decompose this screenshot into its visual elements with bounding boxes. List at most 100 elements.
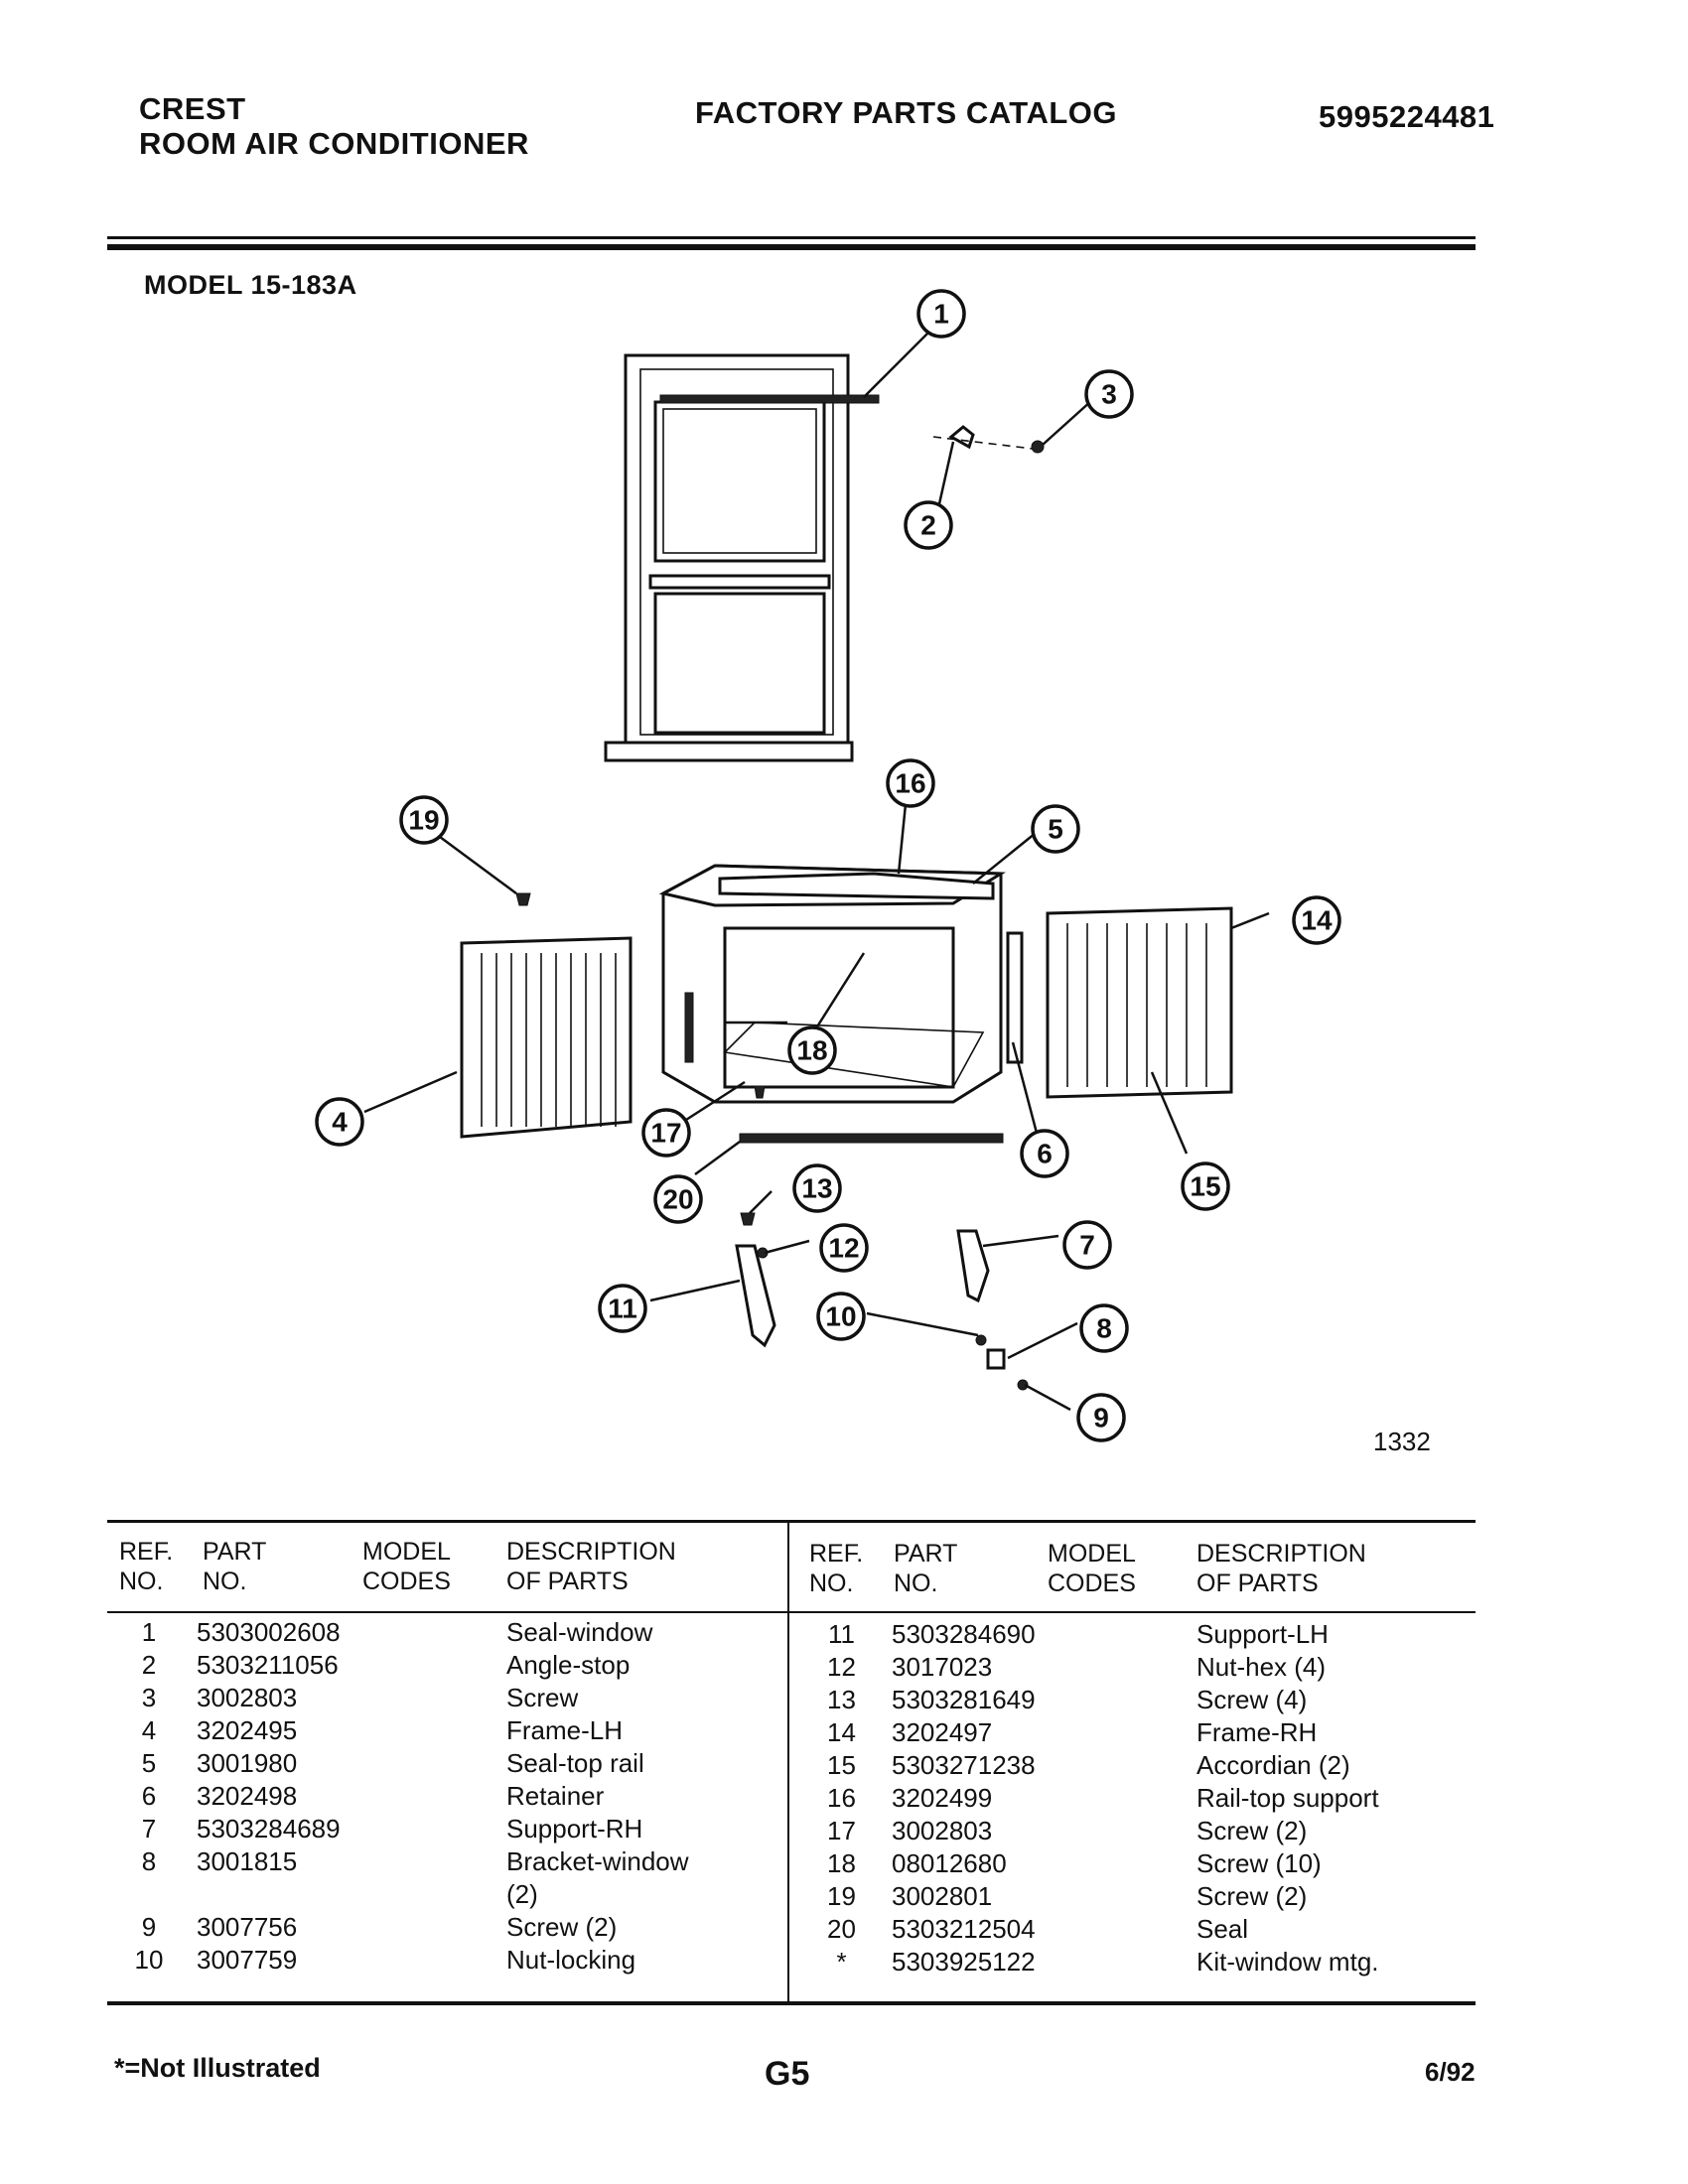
svg-text:17: 17 <box>650 1118 681 1149</box>
part-number-cell: 3002803 <box>197 1683 298 1712</box>
header-rule-top <box>107 236 1476 239</box>
ref-cell: 18 <box>827 1848 856 1878</box>
model-codes-cell <box>1048 1618 1196 1651</box>
description-cell: Screw <box>506 1683 579 1712</box>
callout-17: 17 <box>641 1108 691 1158</box>
ref-cell <box>119 1878 179 1911</box>
table-row: 13 5303281649 Screw (4) <box>809 1684 1455 1716</box>
svg-text:18: 18 <box>796 1035 827 1066</box>
part-number-cell: 5303212504 <box>892 1914 1036 1944</box>
catalog-number: 5995224481 <box>1319 99 1495 134</box>
description-cell: (2) <box>506 1879 538 1909</box>
description-cell: Support-LH <box>1196 1619 1329 1649</box>
part-number-cell: 3007756 <box>197 1912 298 1942</box>
table-divider <box>787 1522 789 2001</box>
part-number-cell <box>179 1878 362 1911</box>
description-cell: Seal-window <box>506 1617 653 1647</box>
ref-cell: 4 <box>141 1715 157 1745</box>
svg-text:7: 7 <box>1079 1230 1095 1261</box>
description-cell: Seal <box>1196 1914 1249 1944</box>
callout-10: 10 <box>816 1292 866 1341</box>
ref-cell: 1 <box>141 1617 157 1647</box>
callout-5: 5 <box>1031 804 1080 854</box>
description-cell: Accordian (2) <box>1196 1750 1350 1780</box>
part-number-cell: 5303002608 <box>197 1617 341 1647</box>
callout-18: 18 <box>787 1025 837 1075</box>
page-number: G5 <box>765 2055 810 2093</box>
brand-name: CREST <box>139 91 246 126</box>
callout-20: 20 <box>653 1174 703 1224</box>
part-number-cell: 3001815 <box>197 1846 298 1876</box>
callout-19: 19 <box>399 795 449 845</box>
model-codes-cell <box>1048 1847 1196 1880</box>
window-frame-illustration <box>604 353 880 762</box>
callout-13: 13 <box>792 1163 842 1213</box>
model-codes-cell <box>1048 1815 1196 1847</box>
catalog-title: FACTORY PARTS CATALOG <box>695 95 1117 130</box>
ref-cell: 9 <box>141 1912 157 1942</box>
description-cell: Nut-hex (4) <box>1196 1652 1327 1682</box>
svg-text:8: 8 <box>1096 1313 1112 1344</box>
table-row: 20 5303212504 Seal <box>809 1913 1455 1946</box>
description-cell: Screw (2) <box>1196 1816 1308 1845</box>
description-cell: Screw (10) <box>1196 1848 1322 1878</box>
part-number-cell: 3202499 <box>892 1783 993 1813</box>
description-cell: Screw (4) <box>1196 1685 1308 1714</box>
part-number-cell: 5303281649 <box>892 1685 1036 1714</box>
angle-stop-illustration <box>932 425 1045 454</box>
svg-text:6: 6 <box>1037 1139 1053 1169</box>
part-number-cell: 3202495 <box>197 1715 298 1745</box>
model-codes-cell <box>1048 1913 1196 1946</box>
svg-text:12: 12 <box>828 1233 859 1264</box>
description-cell: Frame-RH <box>1196 1717 1318 1747</box>
svg-text:10: 10 <box>825 1301 856 1332</box>
ref-cell: 17 <box>827 1816 856 1845</box>
model-codes-cell <box>1048 1684 1196 1716</box>
ref-cell: 20 <box>827 1914 856 1944</box>
header-ref: REF.NO. <box>809 1540 864 1597</box>
model-codes-cell <box>362 1780 506 1813</box>
model-codes-cell <box>1048 1651 1196 1684</box>
model-codes-cell <box>362 1845 506 1878</box>
exploded-parts-diagram: 1 2 3 4 5 6 7 8 9 10 11 12 13 14 15 16 1… <box>315 289 1341 1442</box>
svg-text:20: 20 <box>662 1184 693 1215</box>
callout-1: 1 <box>916 289 966 339</box>
description-cell: Angle-stop <box>506 1650 631 1680</box>
callout-2: 2 <box>904 500 953 550</box>
svg-text:9: 9 <box>1093 1403 1109 1433</box>
ref-cell: 2 <box>141 1650 157 1680</box>
ref-cell: 13 <box>827 1685 856 1714</box>
callout-8: 8 <box>1079 1303 1129 1353</box>
header-ref: REF.NO. <box>119 1538 174 1595</box>
ref-cell: 6 <box>141 1781 157 1811</box>
svg-text:14: 14 <box>1301 905 1333 936</box>
svg-text:2: 2 <box>920 510 936 541</box>
ref-cell: 10 <box>134 1945 164 1975</box>
ref-cell: 15 <box>827 1750 856 1780</box>
table-row: 2 5303211056 Angle-stop <box>119 1649 784 1682</box>
part-number-cell: 5303211056 <box>197 1650 339 1680</box>
svg-text:5: 5 <box>1048 814 1063 845</box>
description-cell: Screw (2) <box>1196 1881 1308 1911</box>
svg-text:15: 15 <box>1190 1171 1220 1202</box>
description-cell: Nut-locking <box>506 1945 636 1975</box>
ref-cell: 11 <box>828 1619 855 1649</box>
part-number-cell: 3001980 <box>197 1748 298 1778</box>
svg-text:4: 4 <box>332 1107 348 1138</box>
callout-11: 11 <box>598 1284 647 1333</box>
model-codes-cell <box>362 1682 506 1714</box>
left-frame-illustration <box>460 936 633 1139</box>
description-cell: Kit-window mtg. <box>1196 1947 1379 1977</box>
